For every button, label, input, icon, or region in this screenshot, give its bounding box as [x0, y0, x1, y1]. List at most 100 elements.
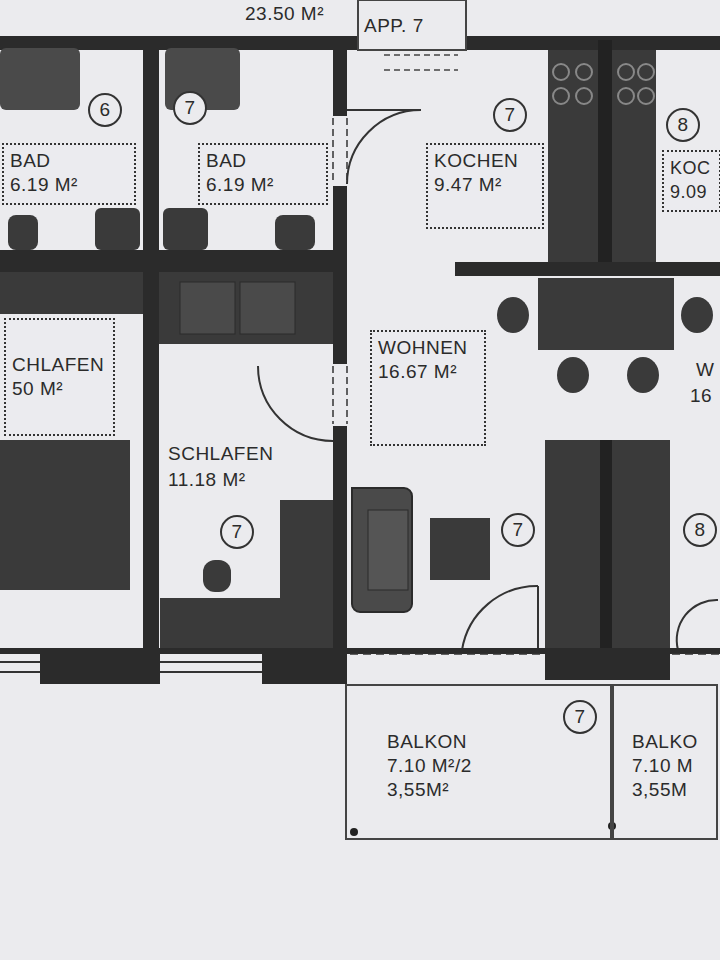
kitchen-counter: [612, 50, 656, 262]
room-area: 50 M²: [12, 377, 107, 401]
room-label-box: BAD6.19 M²: [198, 143, 328, 205]
wall: [143, 40, 159, 652]
chair: [557, 357, 589, 393]
wall: [0, 250, 347, 272]
door-leaf: [537, 586, 539, 650]
wall: [455, 262, 720, 276]
stove-plate: [618, 88, 634, 104]
toilet: [8, 215, 38, 250]
sofa: [352, 488, 412, 612]
room-name: BALKON: [387, 730, 610, 754]
stove-plate: [576, 88, 592, 104]
chair: [627, 357, 659, 393]
stove-plate: [638, 88, 654, 104]
bathtub: [0, 48, 80, 110]
wardrobe: [0, 440, 130, 590]
room-area: 3,55M: [632, 778, 716, 802]
door-swing: [258, 366, 333, 441]
room-name: KOC: [670, 156, 713, 180]
post: [350, 828, 358, 836]
wardrobe-door: [180, 282, 235, 334]
callout-circle: 7: [563, 700, 597, 734]
room-area: 7.10 M²/2: [387, 754, 610, 778]
wardrobe: [545, 440, 670, 652]
room-area: 7.10 M: [632, 754, 716, 778]
door-jamb: [332, 366, 334, 424]
dining-table: [538, 278, 674, 350]
wall: [598, 40, 612, 262]
entrance-frame: [358, 0, 466, 50]
wall: [333, 426, 347, 652]
window: [672, 653, 720, 655]
room-label-box: CHLAFEN50 M²: [4, 318, 115, 436]
room-name: BALKO: [632, 730, 716, 754]
wall: [466, 36, 720, 50]
kitchen-counter: [548, 50, 598, 262]
wall: [333, 186, 347, 364]
wardrobe: [0, 272, 143, 314]
door-swing: [462, 586, 538, 650]
callout-number: 7: [504, 105, 515, 125]
callout-circle: 8: [666, 108, 700, 142]
stove-plate: [553, 88, 569, 104]
bed: [160, 598, 285, 652]
stove-plate: [576, 64, 592, 80]
callout-number: 7: [231, 522, 242, 542]
callout-number: 6: [99, 100, 110, 120]
callout-circle: 7: [501, 513, 535, 547]
wall: [0, 36, 358, 50]
room-name: KOCHEN: [434, 149, 536, 173]
room-name: WOHNEN: [378, 336, 478, 360]
wardrobe: [159, 272, 333, 344]
plan-label: 23.50 M²: [245, 2, 324, 26]
plan-label: APP. 7: [364, 14, 424, 38]
callout-circle: 7: [493, 98, 527, 132]
toilet: [275, 215, 315, 250]
balcony-area: BALKO7.10 M3,55M: [612, 684, 718, 840]
callout-number: 8: [694, 520, 705, 540]
room-area: 9.47 M²: [434, 173, 536, 197]
balcony-area: 7BALKON7.10 M²/23,55M²: [345, 684, 612, 840]
room-label-box: KOC9.09: [662, 150, 720, 212]
room-area: 16.67 M²: [378, 360, 478, 384]
callout-circle: 7: [173, 91, 207, 125]
plan-label: SCHLAFEN: [168, 442, 273, 466]
wall: [600, 440, 612, 652]
door-line: [384, 69, 458, 71]
wardrobe-door: [240, 282, 295, 334]
wall: [262, 654, 347, 684]
room-label-box: KOCHEN9.47 M²: [426, 143, 544, 229]
chair: [681, 297, 713, 333]
callout-number: 7: [574, 707, 585, 727]
stove-plate: [638, 64, 654, 80]
washbasin: [95, 208, 140, 250]
room-area: 3,55M²: [387, 778, 610, 802]
plan-label: 16: [690, 384, 712, 408]
callout-number: 7: [512, 520, 523, 540]
callout-circle: 7: [220, 515, 254, 549]
room-area: 6.19 M²: [206, 173, 320, 197]
room-label-box: WOHNEN16.67 M²: [370, 330, 486, 446]
stove-plate: [553, 64, 569, 80]
washbasin: [163, 208, 208, 250]
coffee-table: [430, 518, 490, 580]
room-area: 9.09: [670, 180, 713, 204]
wall: [333, 40, 347, 116]
nightstand: [203, 560, 231, 592]
door-swing: [347, 110, 421, 184]
callout-circle: 6: [88, 93, 122, 127]
room-name: CHLAFEN: [12, 353, 107, 377]
wall: [545, 652, 670, 680]
stove-plate: [618, 64, 634, 80]
door-leaf: [347, 109, 421, 111]
room-area: 6.19 M²: [10, 173, 128, 197]
door-jamb: [332, 118, 334, 184]
door-line: [384, 54, 458, 56]
callout-number: 8: [677, 115, 688, 135]
callout-circle: 8: [683, 513, 717, 547]
wall: [40, 654, 160, 684]
room-name: BAD: [206, 149, 320, 173]
plan-label: W: [696, 358, 714, 382]
